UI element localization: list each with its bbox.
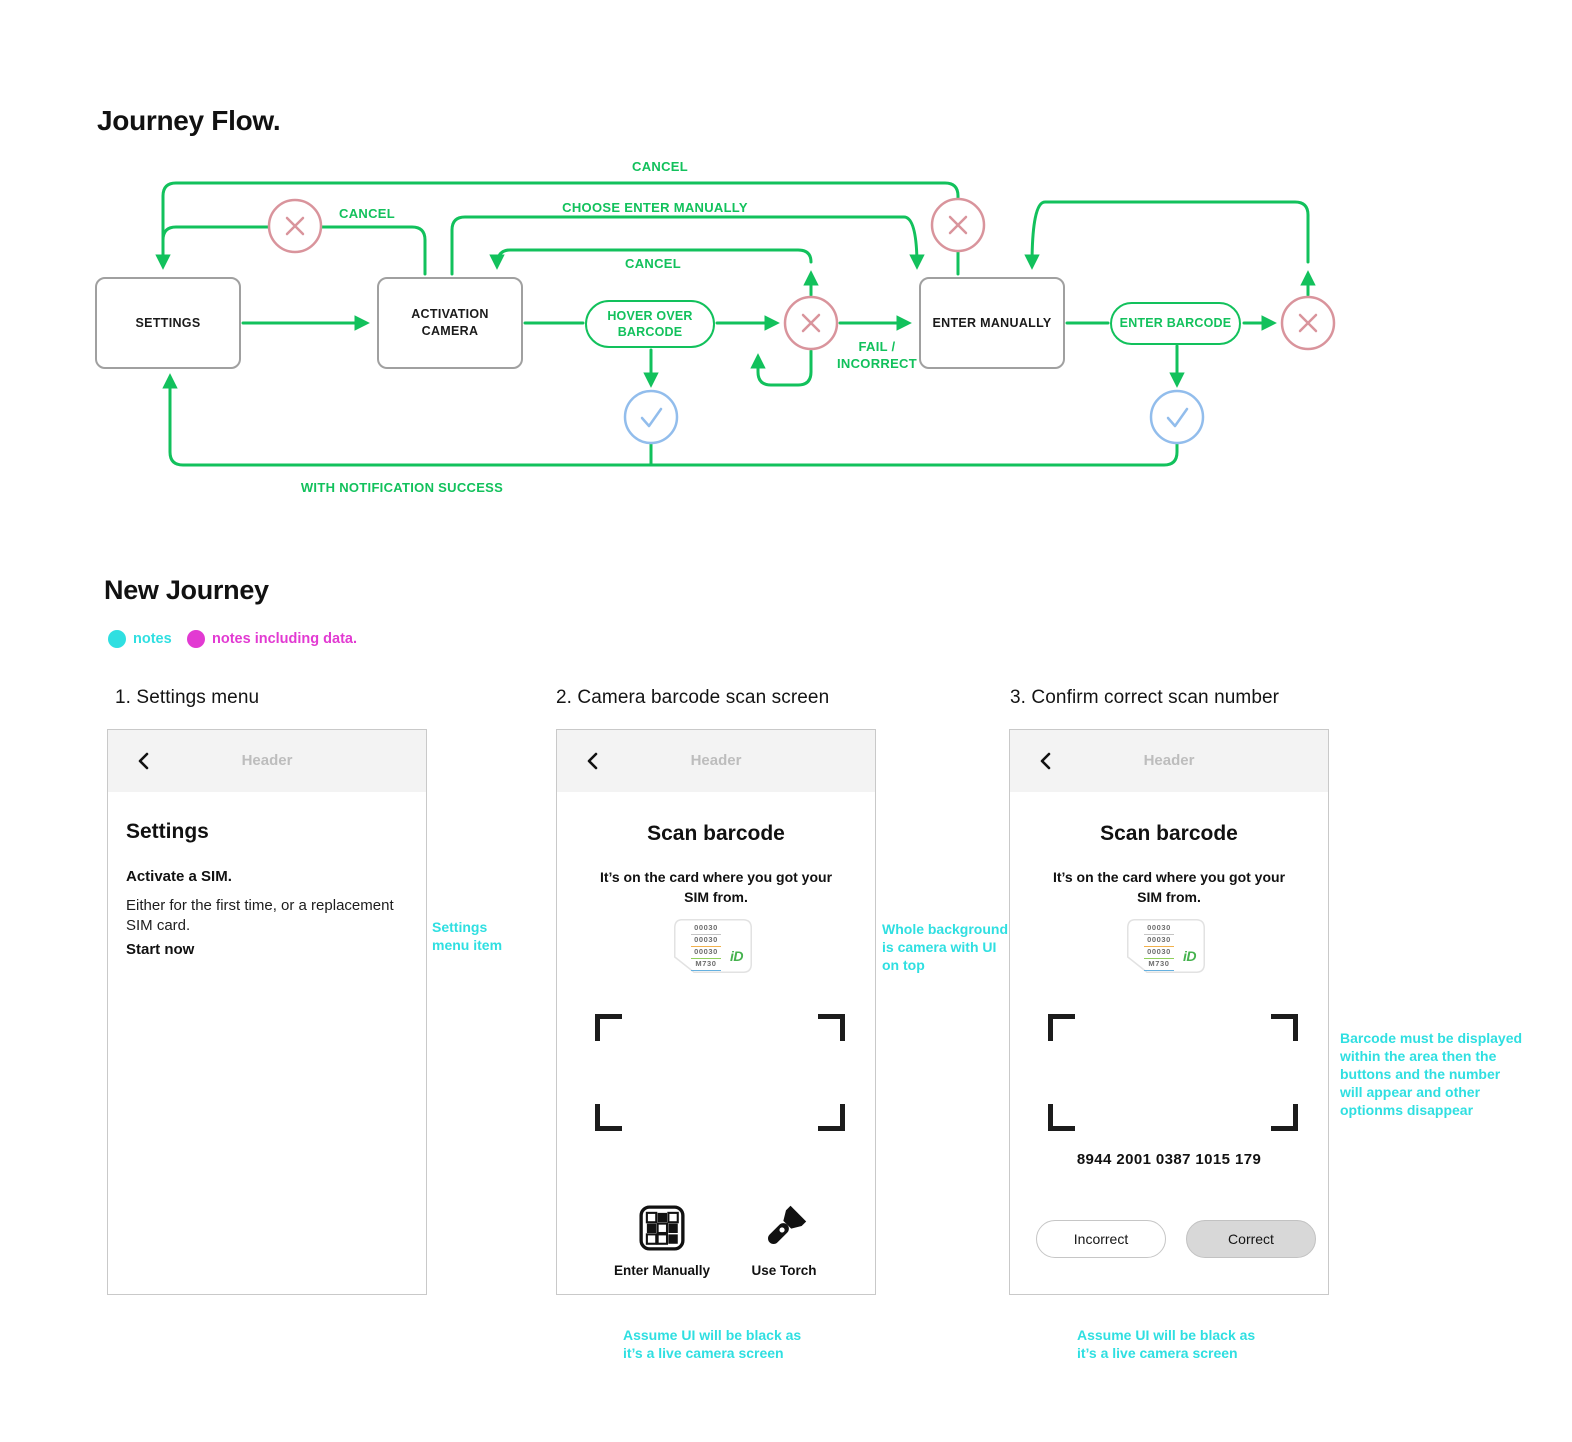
note-assume-black-ui-confirm: Assume UI will be black as it’s a live c… — [1077, 1327, 1256, 1361]
flow-label-cancel-inner: CANCEL — [625, 256, 681, 271]
sim-card-rule — [1144, 933, 1174, 935]
journey-flow-title: Journey Flow. — [97, 105, 281, 136]
note-camera-background: Whole background is camera with UI on to… — [882, 921, 1008, 973]
activate-sim-description: Either for the first time, or a replacem… — [126, 897, 394, 934]
flow-connectors — [155, 181, 1336, 467]
back-chevron-icon[interactable] — [1036, 750, 1058, 772]
sim-card-illustration: 00030 00030 00030 M730 iD — [1127, 919, 1205, 973]
scan-barcode-heading: Scan barcode — [1100, 822, 1238, 845]
scan-frame-corner — [1271, 1014, 1298, 1041]
sim-card-illustration: 00030 00030 00030 M730 iD — [674, 919, 752, 973]
scan-frame-corner — [1048, 1014, 1075, 1041]
flow-node-activation-camera: ACTIVATION CAMERA — [377, 277, 523, 369]
flow-node-hover-over-barcode: HOVER OVER BARCODE — [585, 300, 715, 348]
sim-card-line: M730 — [695, 959, 717, 968]
flow-node-enter-barcode: ENTER BARCODE — [1110, 302, 1241, 345]
settings-heading: Settings — [126, 820, 209, 843]
start-now-link[interactable]: Start now — [126, 941, 195, 958]
sim-card-line: 00030 — [694, 935, 718, 944]
scan-barcode-subtitle: It’s on the card where you got your SIM … — [1052, 869, 1286, 906]
sim-card-line: 00030 — [1147, 923, 1171, 932]
sim-card-line: 00030 — [1147, 947, 1171, 956]
legend-notes-label: notes — [133, 631, 172, 647]
sim-card-rule — [691, 969, 721, 971]
scan-frame-corner — [818, 1014, 845, 1041]
scan-barcode-heading: Scan barcode — [647, 822, 785, 845]
scan-barcode-subtitle: It’s on the card where you got your SIM … — [599, 869, 833, 906]
phone-mockup-scan: Header Scan barcode It’s on the card whe… — [556, 729, 876, 1295]
screen2-title: 2. Camera barcode scan screen — [556, 687, 830, 708]
sim-card-rule — [691, 945, 721, 947]
keypad-icon — [639, 1205, 685, 1251]
scan-frame-corner — [1048, 1104, 1075, 1131]
flow-label-fail-incorrect: FAIL / INCORRECT — [837, 339, 917, 371]
torch-icon — [768, 1205, 807, 1244]
phone-mockup-confirm: Header Scan barcode It’s on the card whe… — [1009, 729, 1329, 1295]
activate-sim-label: Activate a SIM. — [126, 868, 232, 885]
screen3-title: 3. Confirm correct scan number — [1010, 687, 1280, 708]
enter-manually-label: Enter Manually — [613, 1263, 711, 1278]
id-mobile-logo: iD — [730, 948, 744, 964]
legend-notes-data-label: notes including data. — [212, 631, 358, 647]
flow-label-cancel-top: CANCEL — [632, 159, 688, 174]
sim-card-rule — [691, 933, 721, 935]
back-chevron-icon[interactable] — [583, 750, 605, 772]
phone2-header-title: Header — [690, 752, 742, 769]
sim-card-rule — [1144, 945, 1174, 947]
sim-card-rule — [1144, 969, 1174, 971]
scanned-sim-number: 8944 2001 0387 1015 179 — [1076, 1151, 1262, 1168]
note-settings-menu-item: Settings menu item — [432, 919, 503, 953]
legend-notes-data-dot — [187, 630, 205, 648]
use-torch-label: Use Torch — [751, 1263, 817, 1278]
flow-node-enter-manually: ENTER MANUALLY — [919, 277, 1065, 369]
sim-card-rule — [691, 957, 721, 959]
scan-frame-corner — [818, 1104, 845, 1131]
check-circle-icon — [623, 389, 1205, 445]
screen1-title: 1. Settings menu — [115, 687, 260, 708]
phone3-header-title: Header — [1143, 752, 1195, 769]
flow-node-settings: SETTINGS — [95, 277, 241, 369]
sim-card-line: 00030 — [694, 947, 718, 956]
correct-button[interactable]: Correct — [1186, 1220, 1316, 1258]
new-journey-title: New Journey — [104, 575, 269, 605]
phone1-header-title: Header — [241, 752, 293, 769]
note-assume-black-ui-scan: Assume UI will be black as it’s a live c… — [623, 1327, 802, 1361]
back-chevron-icon[interactable] — [134, 750, 156, 772]
phone3-header: Header — [1010, 730, 1328, 792]
flow-label-notification-success: WITH NOTIFICATION SUCCESS — [300, 480, 504, 495]
phone-mockup-settings: Header Settings Activate a SIM. Either f… — [107, 729, 427, 1295]
incorrect-button[interactable]: Incorrect — [1036, 1220, 1166, 1258]
sim-card-rule — [1144, 957, 1174, 959]
flow-label-choose-enter-manually: CHOOSE ENTER MANUALLY — [562, 200, 748, 215]
id-mobile-logo: iD — [1183, 948, 1197, 964]
scan-frame-corner — [595, 1014, 622, 1041]
sim-card-line: 00030 — [1147, 935, 1171, 944]
enter-manually-button[interactable]: Enter Manually — [602, 1204, 722, 1278]
legend-notes-dot — [108, 630, 126, 648]
use-torch-button[interactable]: Use Torch — [724, 1204, 844, 1278]
phone2-header: Header — [557, 730, 875, 792]
flow-label-cancel-camera: CANCEL — [339, 206, 395, 221]
sim-card-line: M730 — [1148, 959, 1170, 968]
scan-frame-corner — [1271, 1104, 1298, 1131]
sim-card-line: 00030 — [694, 923, 718, 932]
x-circle-icon — [267, 197, 1336, 351]
note-barcode-area: Barcode must be displayed within the are… — [1340, 1030, 1523, 1118]
scan-frame-corner — [595, 1104, 622, 1131]
phone1-header: Header — [108, 730, 426, 792]
